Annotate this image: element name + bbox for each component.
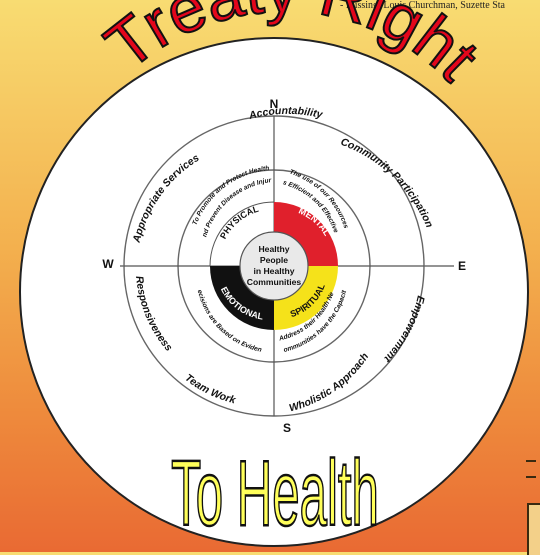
dash-mark-lower [526,476,536,478]
compass-e: E [458,259,466,273]
caption-text: - Missing: Louis Churchman, Suzette Sta [340,0,505,11]
label-accountability: Accountability [247,105,325,122]
center-text-line3: in Healthy [253,266,294,276]
center-circle [239,231,309,301]
corner-frame [527,503,540,555]
dash-mark-upper [526,460,536,462]
center-text-line2: People [260,255,288,265]
center-text-line1: Healthy [258,244,289,254]
compass-w: W [102,257,114,271]
center-text-line4: Communities [247,277,302,287]
compass-s: S [283,421,291,435]
title-bottom: To Health [171,441,379,545]
compass-n: N [270,97,279,111]
